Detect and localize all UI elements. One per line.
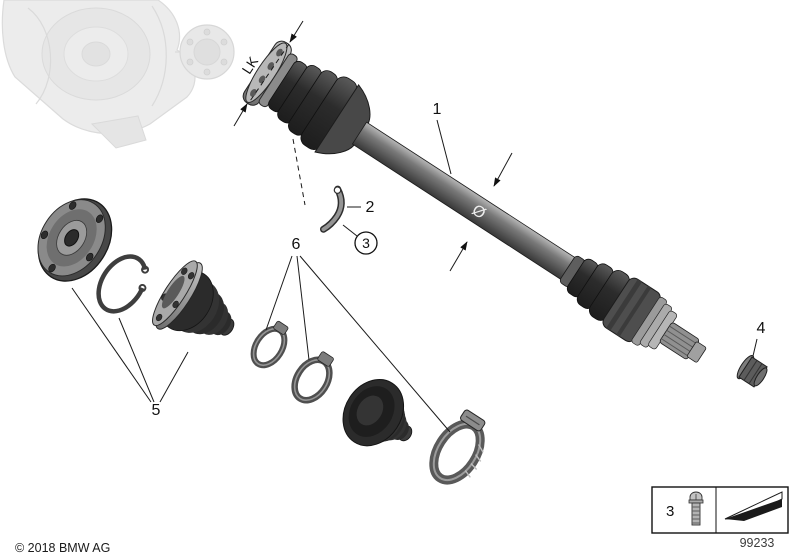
housing-cover-bolts — [186, 28, 228, 76]
snap-ring — [96, 254, 150, 314]
retaining-strap — [319, 185, 345, 233]
callout-1: 1 — [433, 101, 442, 118]
leader-3 — [342, 224, 358, 237]
legend: 3 99233 — [651, 486, 789, 550]
leader-6c — [299, 255, 451, 433]
callout-labels: 1 2 3 4 5 6 — [152, 101, 766, 419]
boot-clamp-small — [250, 320, 289, 369]
callout-2: 2 — [366, 199, 375, 216]
leader-lines — [71, 119, 758, 433]
centerline-dashed — [292, 138, 306, 206]
differential-housing-faded — [1, 0, 235, 149]
inner-joint-flange — [242, 40, 298, 108]
diameter-arrow-upper — [493, 152, 513, 187]
leader-5a — [71, 287, 152, 403]
callout-6: 6 — [292, 236, 301, 253]
bolt-circle-annotation — [233, 20, 306, 206]
splined-stub-shaft — [659, 322, 707, 363]
callout-3: 3 — [362, 235, 370, 251]
joint-ring-stack — [631, 297, 678, 350]
flange-bolt-holes — [40, 201, 104, 273]
leader-4 — [752, 338, 758, 357]
lk-arrow-top — [289, 20, 304, 43]
output-flange — [37, 198, 113, 282]
legend-item-number: 3 — [666, 503, 674, 520]
boot-clamp-medium — [291, 351, 334, 404]
callout-3-circle — [354, 231, 378, 255]
lk-dashed-face-line — [247, 43, 290, 105]
outer-cv-boot — [566, 258, 630, 321]
diameter-arrow-lower — [449, 241, 468, 272]
shaft-bar — [351, 121, 577, 281]
collar-nut — [736, 355, 768, 388]
leader-5c — [159, 351, 189, 403]
diagram-number: 99233 — [740, 536, 775, 550]
copyright: © 2018 BMW AG — [15, 541, 110, 555]
inner-boot-with-flange — [152, 260, 235, 336]
leader-5b — [118, 317, 155, 403]
leader-1 — [436, 119, 452, 175]
dust-boot — [342, 379, 413, 447]
leader-6a — [265, 255, 293, 331]
lk-arrow-bottom — [233, 103, 248, 127]
wedge-icon — [724, 491, 783, 521]
inner-cv-boot — [268, 60, 358, 151]
axle-shaft-assembly: Ø — [242, 40, 707, 363]
callout-5: 5 — [152, 402, 161, 419]
hose-clamp-large — [429, 409, 486, 485]
screw-icon — [688, 491, 704, 526]
leader-6b — [296, 255, 310, 361]
callout-4: 4 — [757, 320, 766, 337]
